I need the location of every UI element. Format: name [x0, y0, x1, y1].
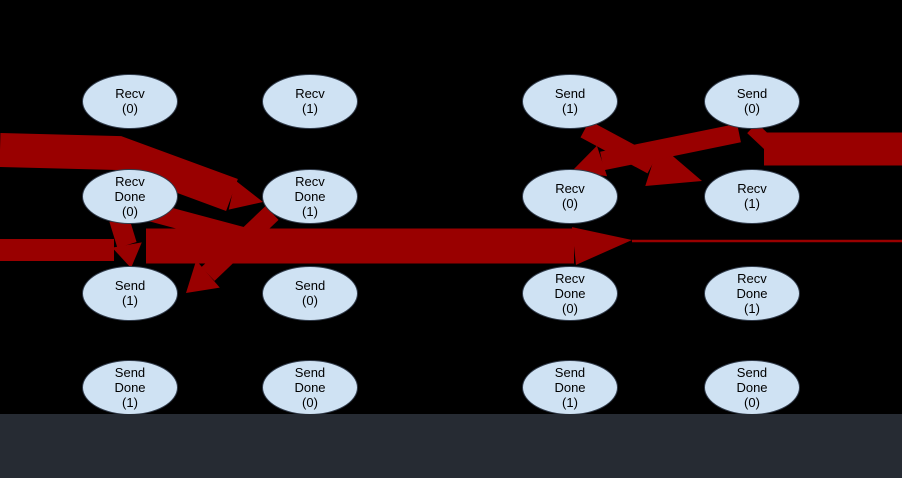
- node-c2-send-0: Send (0): [262, 265, 358, 321]
- node-c1-send-1: Send (1): [82, 265, 178, 321]
- node-c2-recv-1: Recv (1): [262, 73, 358, 129]
- arrow-from-left-edge-to-recv-done-1: [0, 133, 238, 211]
- node-c4-send-done-0: Send Done (0): [704, 359, 800, 415]
- node-c4-recv-1: Recv (1): [704, 168, 800, 224]
- node-c1-recv-done-0: Recv Done (0): [82, 168, 178, 224]
- arrowhead-from-left-edge-to-recv-done-1: [228, 180, 263, 210]
- arrowhead-send-1-long-band-to-gpu1: [572, 227, 632, 265]
- node-c1-recv-0: Recv (0): [82, 73, 178, 129]
- arrowhead-recv-done-0-to-send-1: [112, 242, 142, 268]
- arrowhead-send-0-to-recv-0: [572, 145, 608, 177]
- node-c4-recv-done-1: Recv Done (1): [704, 265, 800, 321]
- node-c3-recv-done-0: Recv Done (0): [522, 265, 618, 321]
- arrowhead-recv-done-1-to-send-1: [186, 260, 220, 293]
- node-c1-send-done-1: Send Done (1): [82, 359, 178, 415]
- node-c3-send-done-1: Send Done (1): [522, 359, 618, 415]
- node-c3-send-1: Send (1): [522, 73, 618, 129]
- node-c4-send-0: Send (0): [704, 73, 800, 129]
- arrow-send-0-band-connector: [747, 122, 775, 151]
- arrow-send-0-to-recv-0: [600, 123, 741, 171]
- node-c2-recv-done-1: Recv Done (1): [262, 168, 358, 224]
- node-c3-recv-0: Recv (0): [522, 168, 618, 224]
- node-c2-send-done-0: Send Done (0): [262, 359, 358, 415]
- footer-bar: [0, 414, 902, 478]
